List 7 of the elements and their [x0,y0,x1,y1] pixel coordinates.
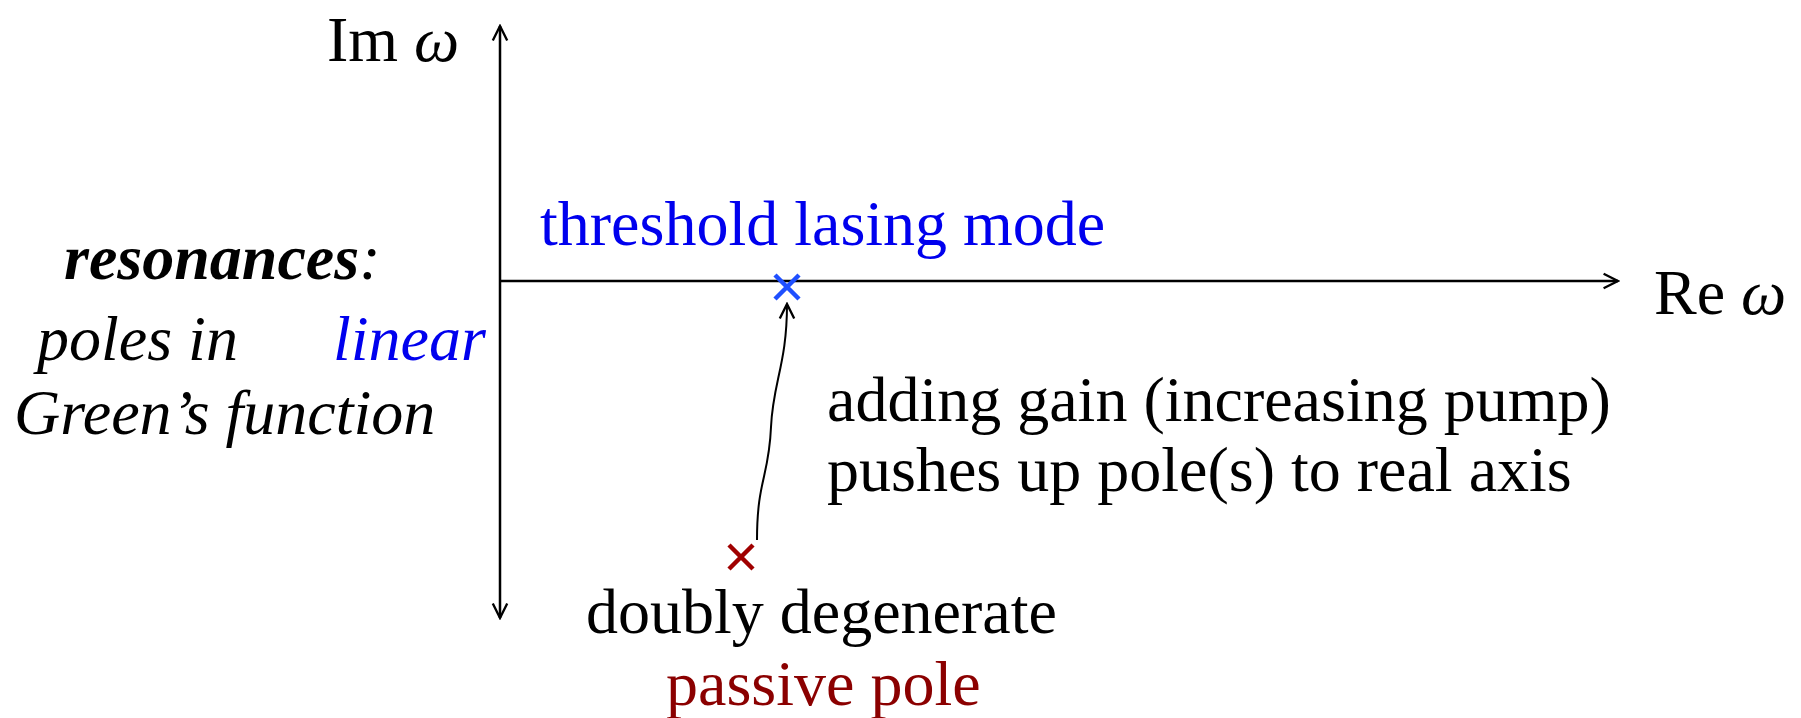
pole-cross-mark [772,272,802,302]
axis-label: Im ω [327,8,460,72]
side-note-text: linear [333,307,486,371]
pole-cross-mark [726,542,756,572]
axis-label: Re ω [1654,261,1787,325]
curved-arrow [756,302,796,541]
side-note-heading: resonances: [64,226,381,290]
